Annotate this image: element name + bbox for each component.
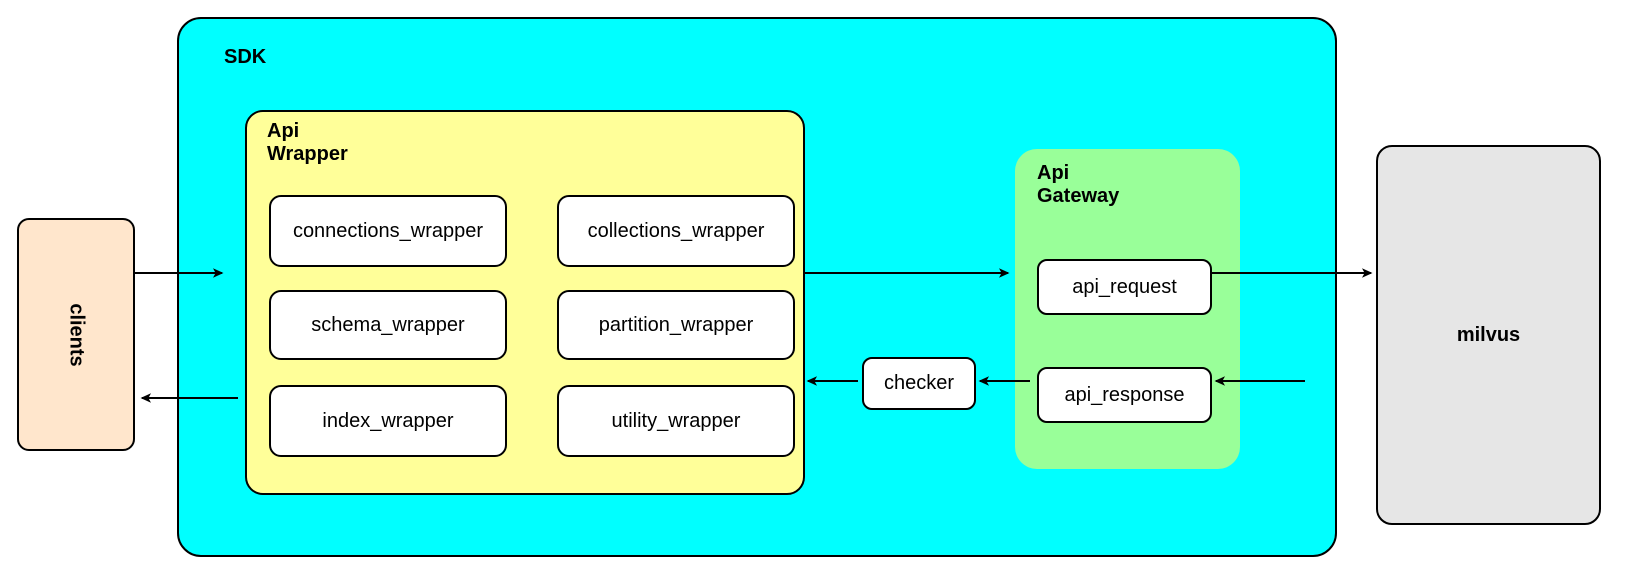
checker-box[interactable]: checker bbox=[862, 357, 976, 410]
sdk-title: SDK bbox=[224, 46, 267, 68]
module-utility-wrapper[interactable]: utility_wrapper bbox=[557, 385, 795, 457]
clients-label: clients bbox=[65, 302, 88, 367]
api-wrapper-title: Api Wrapper bbox=[267, 120, 348, 165]
api-response-box[interactable]: api_response bbox=[1037, 367, 1212, 423]
api-wrapper-container[interactable]: Api Wrapper connections_wrapper collecti… bbox=[245, 110, 805, 495]
clients-box[interactable]: clients bbox=[17, 218, 135, 451]
api-gateway-title: Api Gateway bbox=[1037, 162, 1120, 207]
api-gateway-container[interactable]: Api Gateway api_request api_response bbox=[1015, 149, 1240, 469]
sdk-container[interactable]: SDK Api Wrapper connections_wrapper coll… bbox=[177, 17, 1337, 557]
milvus-box[interactable]: milvus bbox=[1376, 145, 1601, 525]
module-connections-wrapper[interactable]: connections_wrapper bbox=[269, 195, 507, 267]
module-partition-wrapper[interactable]: partition_wrapper bbox=[557, 290, 795, 360]
module-collections-wrapper[interactable]: collections_wrapper bbox=[557, 195, 795, 267]
api-request-box[interactable]: api_request bbox=[1037, 259, 1212, 315]
module-schema-wrapper[interactable]: schema_wrapper bbox=[269, 290, 507, 360]
module-index-wrapper[interactable]: index_wrapper bbox=[269, 385, 507, 457]
